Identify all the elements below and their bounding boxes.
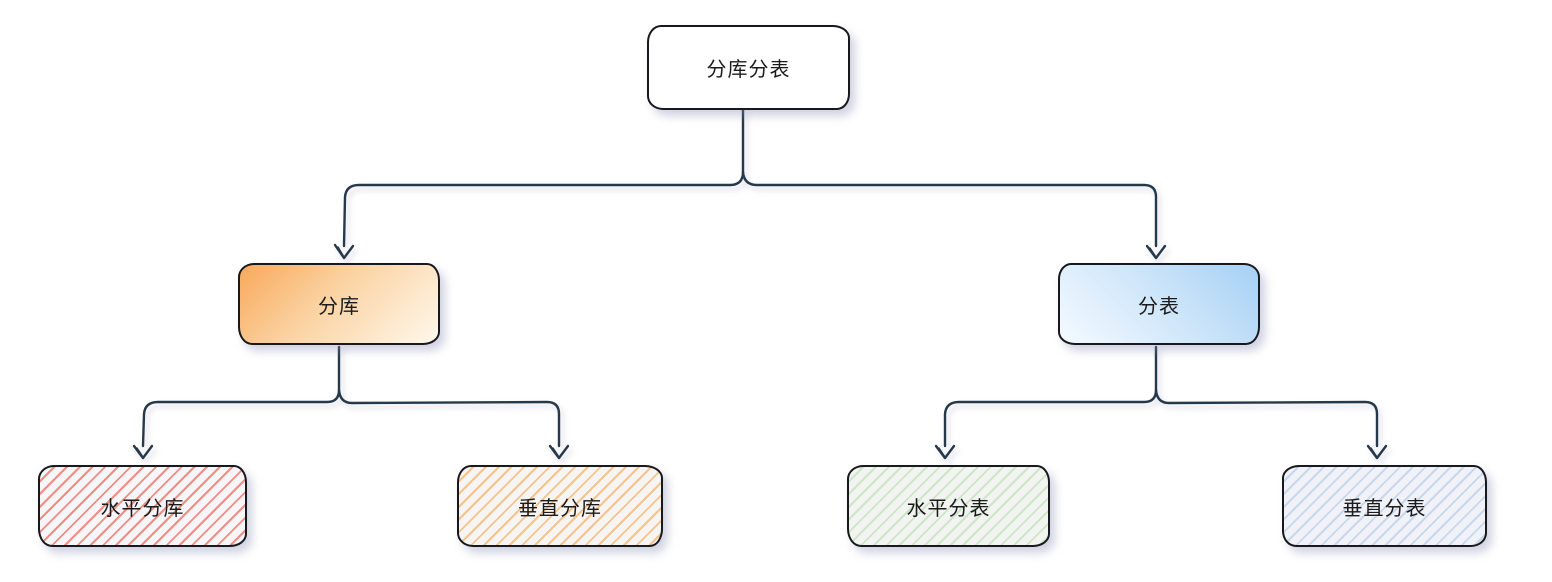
node-label: 水平分库 (100, 497, 185, 520)
edge-fenku-shuiping (132, 345, 341, 460)
node-shuiping-fenbiao: 水平分表 (847, 465, 1050, 547)
node-fenku: 分库 (238, 263, 440, 345)
arrowhead-down-icon (132, 444, 154, 460)
arrowhead-down-icon (548, 444, 570, 460)
edge-root-fenku (333, 108, 745, 260)
node-fenbiao: 分表 (1058, 263, 1260, 345)
edge-fenbiao-shuiping (934, 345, 1158, 460)
node-label: 分库 (318, 295, 360, 318)
arrowhead-down-icon (934, 444, 956, 460)
node-label: 垂直分表 (1342, 497, 1427, 520)
node-chuizhi-fenbiao: 垂直分表 (1282, 465, 1487, 547)
node-label: 分表 (1138, 295, 1180, 318)
arrowhead-down-icon (333, 243, 355, 260)
edge-fenbiao-chuizhi (1154, 388, 1388, 460)
node-label: 垂直分库 (518, 497, 602, 520)
node-label: 水平分表 (906, 497, 991, 520)
node-fenku-fenbiao: 分库分表 (647, 25, 850, 110)
arrowhead-down-icon (1145, 244, 1167, 260)
edge-root-fenbiao (741, 170, 1167, 260)
node-label: 分库分表 (706, 59, 791, 81)
edge-fenku-chuizhi (337, 388, 570, 460)
node-chuizhi-fenku: 垂直分库 (457, 465, 663, 547)
node-shuiping-fenku: 水平分库 (38, 465, 247, 547)
arrowhead-down-icon (1366, 444, 1388, 460)
